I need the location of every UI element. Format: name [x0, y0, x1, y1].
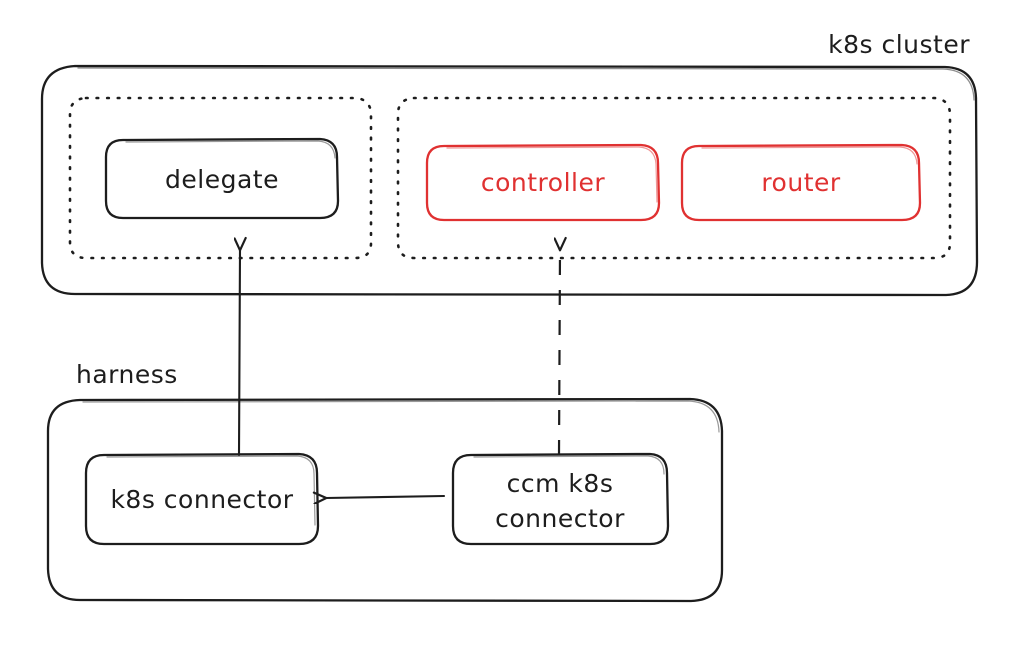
controller-label: controller [481, 168, 605, 197]
ccm-k8s-connector-label-line1: ccm k8s [507, 469, 614, 498]
router-box [680, 143, 922, 222]
controller-box-sketch [446, 146, 658, 203]
k8s-cluster-border [40, 64, 979, 297]
k8s-cluster-label: k8s cluster [828, 30, 970, 59]
ccm-k8s-connector-box-sketch [473, 455, 665, 475]
router-box-sketch [701, 146, 918, 165]
harness-border [46, 397, 724, 603]
controller-box [425, 143, 661, 222]
delegate-zone-border [68, 96, 373, 260]
delegate-box-sketch [125, 140, 336, 159]
k8s-connector-box-sketch [106, 455, 316, 526]
edge-connector-to-delegate-line [239, 250, 240, 457]
node-router[interactable]: router [680, 143, 922, 222]
ccm-k8s-connector-label-line2: connector [495, 504, 625, 533]
group-harness[interactable] [46, 397, 724, 603]
group-delegate-zone[interactable] [68, 96, 373, 260]
harness-label: harness [76, 360, 178, 389]
harness-border-sketch [82, 400, 720, 433]
k8s-cluster-border-sketch [77, 67, 975, 101]
node-delegate[interactable]: delegate [104, 137, 340, 220]
edge-ccm-to-connector-line [326, 496, 446, 498]
k8s-connector-box [84, 452, 320, 546]
edge-ccm-to-controller-zone-line [559, 250, 560, 456]
router-label: router [761, 168, 841, 197]
delegate-box [104, 137, 340, 220]
node-ccm-k8s-connector[interactable]: ccm k8s connector [451, 452, 670, 546]
edge-connector-to-delegate[interactable] [239, 250, 240, 457]
k8s-connector-label: k8s connector [110, 485, 293, 514]
group-k8s-cluster[interactable] [40, 64, 979, 297]
edge-ccm-to-controller-zone[interactable] [559, 250, 560, 456]
delegate-label: delegate [165, 165, 279, 194]
node-controller[interactable]: controller [425, 143, 661, 222]
controller-zone-border [396, 96, 952, 260]
ccm-k8s-connector-box [451, 452, 670, 546]
node-k8s-connector[interactable]: k8s connector [84, 452, 320, 546]
edge-ccm-to-connector[interactable] [326, 496, 446, 498]
group-controller-zone[interactable] [396, 96, 952, 260]
